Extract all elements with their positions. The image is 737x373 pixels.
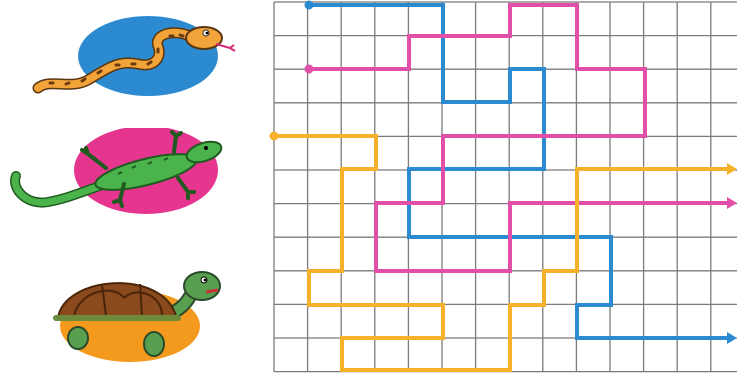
snake-path-arrow (727, 332, 737, 344)
snake-icon[interactable] (30, 8, 240, 100)
tortoise-leg-front (144, 332, 164, 356)
lizard-path-arrow (727, 197, 737, 209)
snake-path-line (309, 5, 727, 338)
snake-path[interactable] (305, 1, 737, 345)
lizard-path-start (305, 65, 314, 74)
animal-column (0, 0, 262, 373)
tortoise-path-arrow (727, 163, 737, 175)
snake-path-start (305, 1, 314, 10)
tortoise-head (184, 272, 220, 300)
tortoise-leg-back (68, 327, 88, 349)
maze-grid[interactable] (262, 0, 737, 373)
tortoise-icon[interactable] (44, 258, 224, 368)
tortoise-path-line (274, 136, 727, 370)
tortoise-path-start (270, 132, 279, 141)
lizard-icon[interactable] (6, 128, 231, 218)
